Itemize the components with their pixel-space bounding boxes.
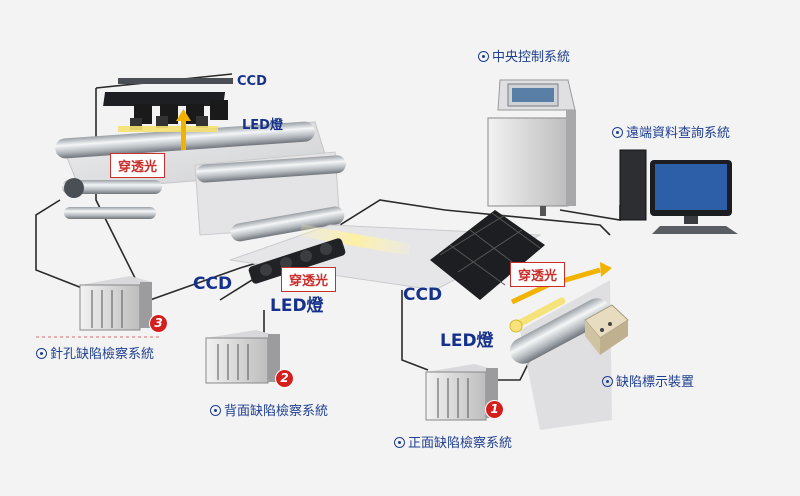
ccd-label-front: CCD <box>403 285 443 305</box>
cabinet-front <box>425 364 498 421</box>
roller <box>509 298 611 364</box>
marker-device-label: 缺陷標示裝置 <box>602 371 694 390</box>
roller <box>64 207 156 219</box>
led-label-front: LED燈 <box>440 331 494 351</box>
pinhole-system-label: 針孔缺陷檢察系統 <box>36 343 154 362</box>
remote-query-label: 遠端資料查詢系統 <box>612 122 730 141</box>
central-control-cabinet <box>487 79 576 216</box>
led-label-middle: LED燈 <box>270 296 324 316</box>
bullet-icon <box>478 51 489 62</box>
transmitted-light-box-front: 穿透光 <box>510 262 566 287</box>
led-label-top: LED燈 <box>242 118 283 133</box>
roller <box>62 180 162 194</box>
badge-1: 1 <box>486 401 503 418</box>
bullet-icon <box>394 437 405 448</box>
bullet-icon <box>602 376 613 387</box>
bullet-icon <box>210 405 221 416</box>
back-system-label: 背面缺陷檢察系統 <box>210 400 328 419</box>
ccd-label-middle: CCD <box>193 274 233 294</box>
badge-2: 2 <box>276 370 293 387</box>
led-bar-front <box>509 297 566 333</box>
ccd-label-top: CCD <box>237 74 267 89</box>
ccd-array-top <box>103 78 233 132</box>
marker-device <box>584 304 629 355</box>
badge-3: 3 <box>150 315 167 332</box>
roller <box>196 155 346 183</box>
bullet-icon <box>612 127 623 138</box>
cabinet-back <box>205 330 280 384</box>
ccd-array-front <box>430 210 545 300</box>
central-control-label: 中央控制系統 <box>478 46 570 65</box>
cabinet-pinhole <box>79 276 152 331</box>
arrow-up-top <box>176 109 191 150</box>
transmitted-light-box-top: 穿透光 <box>110 153 166 178</box>
front-system-label: 正面缺陷檢察系統 <box>394 432 512 451</box>
transmitted-light-box-middle: 穿透光 <box>281 267 337 292</box>
pinhole-line <box>55 121 346 242</box>
remote-computer <box>619 149 738 234</box>
bullet-icon <box>36 348 47 359</box>
roller <box>230 206 345 242</box>
